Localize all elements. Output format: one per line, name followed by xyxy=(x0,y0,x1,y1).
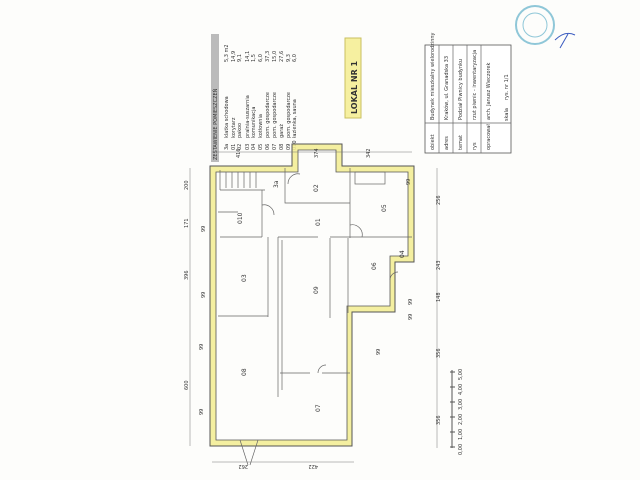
legend-room-code: 08 xyxy=(279,144,285,150)
scale-label: 0,00 xyxy=(458,444,464,455)
title-block-label: obiekt xyxy=(430,134,436,150)
legend-room-name: komunikacja xyxy=(251,107,257,138)
bathtub xyxy=(354,171,386,185)
svg-text:262: 262 xyxy=(238,463,248,469)
svg-text:422: 422 xyxy=(308,463,318,469)
legend-room-code: 05 xyxy=(258,144,264,150)
title-block-value: rzut piwnic - inwentaryzacja xyxy=(472,50,478,120)
svg-text:200: 200 xyxy=(184,180,190,190)
title-block-value: Podział Piwnicy budynku xyxy=(458,59,464,120)
legend-room-name: pom. gospodarcze xyxy=(272,92,278,138)
room-legend: ZESTAWIENIE POMIESZCZEŃ 3a klatka schodow… xyxy=(211,34,298,162)
legend-room-area: 6,0 xyxy=(292,54,298,62)
title-block-value: Budynek mieszkalny wielorodzinny xyxy=(430,32,436,120)
room-3a: 3a xyxy=(273,180,280,188)
legend-room-area: 5,3 m2 xyxy=(224,44,230,62)
window-dimension: 99 xyxy=(199,409,205,415)
svg-text:148: 148 xyxy=(436,292,442,302)
legend-room-area: 9,3 xyxy=(286,54,292,62)
svg-text:171: 171 xyxy=(184,218,190,228)
scale-label: 1,00 xyxy=(458,429,464,440)
svg-text:356: 356 xyxy=(436,415,442,425)
legend-room-name: pom. gospodarcze xyxy=(265,92,271,138)
stamp xyxy=(515,5,576,49)
window-dimension: 99 xyxy=(201,292,207,298)
legend-room-code: 02 xyxy=(237,144,243,150)
legend-room-code: 03 xyxy=(245,144,251,150)
legend-room-name: klatka schodowa xyxy=(224,96,230,138)
legend-room-area: 1,5 xyxy=(251,54,257,62)
window-dimension: 99 xyxy=(408,299,414,305)
room-09: 09 xyxy=(313,286,320,294)
legend-room-name: pakoo xyxy=(237,123,243,138)
svg-text:243: 243 xyxy=(436,260,442,270)
svg-text:396: 396 xyxy=(184,270,190,280)
legend-room-area: 9,1 xyxy=(237,54,243,62)
svg-text:374: 374 xyxy=(314,148,320,158)
title-block-value: arch. Janusz Wieczorek xyxy=(486,62,492,120)
room-02: 02 xyxy=(313,184,320,192)
unit-label: LOKAL NR 1 xyxy=(344,37,362,119)
title-block-label: opracował xyxy=(486,124,492,150)
legend-room-code: 06 xyxy=(265,144,271,150)
window-dimension: 99 xyxy=(406,179,412,185)
legend-room-name: kotłownia xyxy=(258,114,264,138)
legend-room-name: łazienka, sauna xyxy=(292,99,298,138)
scale-label: 5,00 xyxy=(458,369,464,380)
scale-bar: 5,00 4,00 3,00 2,00 1,00 0,00 xyxy=(450,369,464,455)
dimension-lines: 416 374 342 200 171 396 600 256 243 148 … xyxy=(184,148,442,469)
legend-room-area: 27,6 xyxy=(279,51,285,62)
svg-text:256: 256 xyxy=(436,195,442,205)
legend-title: ZESTAWIENIE POMIESZCZEŃ xyxy=(212,88,219,160)
room-07: 07 xyxy=(315,404,322,412)
legend-room-code: 07 xyxy=(272,144,278,150)
signature xyxy=(554,32,576,49)
room-01: 01 xyxy=(315,218,322,226)
svg-text:rys. nr 1/1: rys. nr 1/1 xyxy=(504,74,510,100)
window-dimension: 99 xyxy=(199,344,205,350)
room-04: 04 xyxy=(399,250,406,258)
svg-text:LOKAL NR 1: LOKAL NR 1 xyxy=(350,60,359,114)
title-block-label: adres xyxy=(444,136,450,150)
scale-label: 3,00 xyxy=(458,399,464,410)
doors xyxy=(239,173,399,466)
legend-room-code: 04 xyxy=(251,144,257,150)
title-block-label: temat xyxy=(458,135,464,150)
legend-room-area: 6,0 xyxy=(258,54,264,62)
legend-room-code: 09 xyxy=(286,144,292,150)
walls xyxy=(209,143,415,466)
svg-text:skala: skala xyxy=(504,108,510,121)
svg-text:356: 356 xyxy=(436,348,442,358)
legend-room-name: pom. gospodarcze xyxy=(286,92,292,138)
title-block: obiekt Budynek mieszkalny wielorodzinny ad… xyxy=(424,32,512,154)
title-block-value: Kraków, ul. Granadska 33 xyxy=(443,56,450,120)
room-08: 08 xyxy=(241,368,248,376)
unit-boundary-highlight xyxy=(210,144,414,446)
svg-text:416: 416 xyxy=(236,148,242,158)
legend-room-area: 14,9 xyxy=(231,51,237,62)
room-010: 010 xyxy=(237,212,244,224)
room-05: 05 xyxy=(381,204,388,212)
title-block-label: rys xyxy=(472,142,478,150)
legend-room-name: korytarz xyxy=(231,117,237,138)
window-dimension: 99 xyxy=(376,349,382,355)
room-labels: 01 02 03 04 05 06 07 08 09 010 3a xyxy=(237,180,406,412)
legend-room-area: 15,0 xyxy=(272,51,278,62)
scale-label: 4,00 xyxy=(458,384,464,395)
legend-room-name: garaż xyxy=(279,124,285,138)
legend-room-code: 01 xyxy=(231,144,237,150)
room-03: 03 xyxy=(241,274,248,282)
legend-room-area: 14,1 xyxy=(245,51,251,62)
svg-text:342: 342 xyxy=(366,148,372,158)
window-dimension: 99 xyxy=(201,226,207,232)
room-06: 06 xyxy=(371,262,378,270)
window-dimension: 99 xyxy=(408,314,414,320)
svg-text:600: 600 xyxy=(184,380,190,390)
legend-room-code: 3a xyxy=(224,144,230,150)
legend-room-name: pralnia-suszarnia xyxy=(245,95,251,138)
legend-room-area: 37,3 xyxy=(265,51,271,62)
scale-label: 2,00 xyxy=(458,414,464,425)
